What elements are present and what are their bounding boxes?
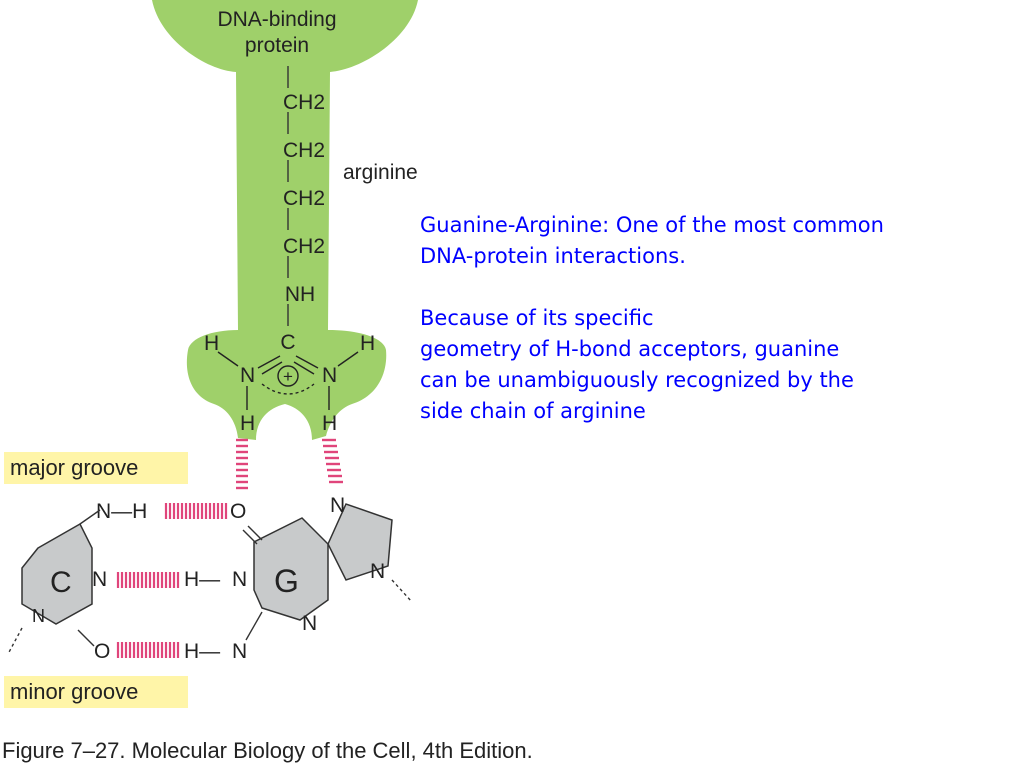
guanidinium-n-right: N	[322, 364, 337, 387]
hbond-arg-n7	[322, 438, 343, 484]
caption-line-2: DNA-protein interactions.	[420, 244, 686, 268]
guanidinium-h-left: H	[204, 332, 219, 355]
chain-ch2-3: CH2	[283, 187, 325, 210]
hbond-c-g-bottom	[116, 642, 180, 658]
caption-line-3: Because of its specific	[420, 306, 654, 330]
positive-charge-symbol: +	[283, 367, 293, 386]
guanidinium-n-left: N	[240, 364, 255, 387]
caption-line-4: geometry of H-bond acceptors, guanine	[420, 337, 840, 361]
cytosine-n1: N	[32, 606, 45, 626]
caption-line-1: Guanine-Arginine: One of the most common	[420, 213, 884, 237]
major-groove-label-bg	[4, 452, 188, 484]
cytosine-letter: C	[50, 566, 72, 599]
major-groove-label: major groove	[10, 455, 138, 480]
cytosine-o2: O	[94, 640, 110, 663]
guanine-n2: N	[232, 640, 247, 663]
guanine-n3: N	[302, 612, 317, 635]
hbond-arg-o6	[236, 438, 248, 490]
guanine-ring: G O N N N N N H— H—	[184, 494, 413, 663]
cytosine-ring: C N—H N O N	[7, 500, 147, 663]
guanidinium-h-bottom-left: H	[240, 412, 255, 435]
explanation-text: Guanine-Arginine: One of the most common…	[420, 210, 980, 427]
arginine-label: arginine	[343, 161, 418, 184]
minor-groove-label-bg	[4, 676, 188, 708]
cytosine-n4-h: N—H	[96, 500, 147, 523]
figure-caption: Figure 7–27. Molecular Biology of the Ce…	[2, 738, 533, 763]
hbond-c-g-middle	[116, 572, 180, 588]
caption-line-5: can be unambiguously recognized by the	[420, 368, 854, 392]
chain-ch2-1: CH2	[283, 91, 325, 114]
protein-shape	[152, 0, 418, 440]
guanine-letter: G	[274, 563, 299, 599]
cytosine-n3: N	[92, 568, 107, 591]
protein-label-line1: DNA-binding	[217, 8, 336, 31]
chain-nh: NH	[285, 283, 315, 306]
guanine-n1: N	[232, 568, 247, 591]
guanine-h-n1: H—	[184, 568, 220, 591]
guanine-n7: N	[330, 494, 345, 517]
chain-c: C	[280, 331, 295, 354]
guanine-h-n2: H—	[184, 640, 220, 663]
protein-label-line2: protein	[245, 34, 309, 57]
positive-charge-icon	[277, 365, 299, 387]
chain-ch2-2: CH2	[283, 139, 325, 162]
guanidinium-h-bottom-right: H	[322, 412, 337, 435]
chain-ch2-4: CH2	[283, 235, 325, 258]
minor-groove-label: minor groove	[10, 679, 138, 704]
guanine-n9: N	[370, 560, 385, 583]
guanidinium-group: H H N N H H +	[204, 332, 375, 435]
caption-line-6: side chain of arginine	[420, 399, 646, 423]
guanidinium-h-right: H	[360, 332, 375, 355]
guanine-o6: O	[230, 500, 246, 523]
hbond-c-g-top	[164, 503, 228, 519]
caption-spacer	[420, 272, 980, 303]
